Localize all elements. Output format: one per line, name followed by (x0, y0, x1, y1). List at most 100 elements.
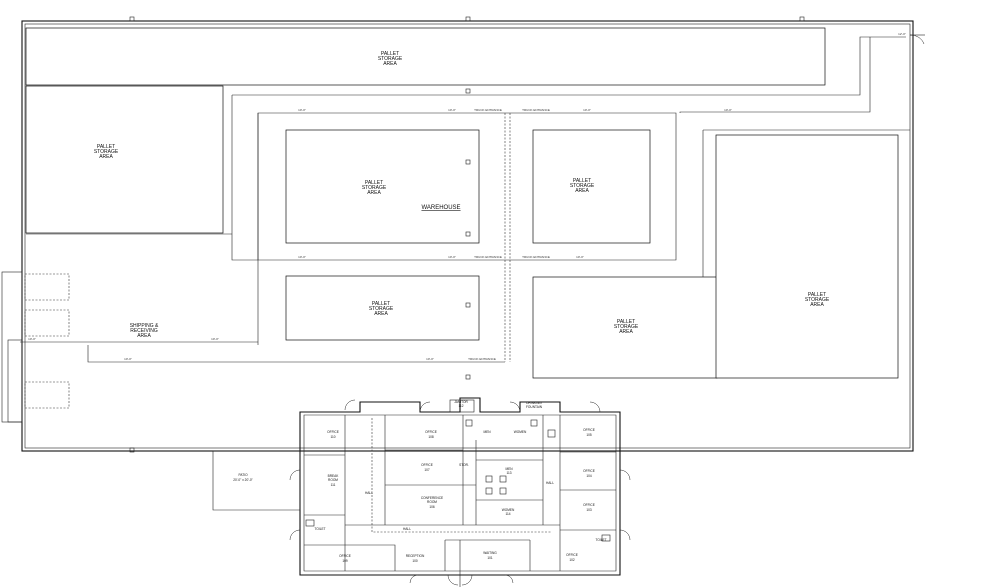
pallet-label-center-left: PALLET STORAGE AREA (362, 180, 387, 196)
svg-text:111: 111 (331, 483, 336, 487)
pallet-label-top: PALLET STORAGE AREA (378, 51, 403, 67)
svg-text:10'-0": 10'-0" (426, 357, 434, 361)
svg-text:100: 100 (412, 559, 418, 563)
svg-text:110: 110 (330, 435, 335, 439)
svg-text:104: 104 (586, 474, 592, 478)
pallet-label-lower-right: PALLET STORAGE AREA (614, 319, 639, 335)
svg-text:10'-0": 10'-0" (298, 255, 306, 259)
svg-text:HALL: HALL (403, 527, 411, 531)
pallet-label-center-right: PALLET STORAGE AREA (570, 178, 595, 194)
svg-text:PALLET: PALLET (97, 144, 115, 150)
room-office-108-upper: OFFICE 108 (425, 430, 437, 439)
svg-text:10'-0": 10'-0" (724, 108, 732, 112)
room-break: BREAK ROOM 111 (328, 474, 340, 487)
svg-text:HALL: HALL (365, 491, 373, 495)
svg-text:TRUCK ENTRANCE: TRUCK ENTRANCE (474, 108, 502, 112)
svg-text:MEN: MEN (505, 467, 513, 471)
svg-text:STORAGE: STORAGE (378, 56, 403, 62)
svg-text:TRUCK ENTRANCE: TRUCK ENTRANCE (522, 255, 550, 259)
room-toilet-a: TOILET (314, 527, 325, 531)
pallet-label-lower-center: PALLET STORAGE AREA (369, 301, 394, 317)
room-office-105: OFFICE 105 (583, 428, 595, 437)
svg-text:STORAGE: STORAGE (369, 306, 394, 312)
svg-text:OFFICE: OFFICE (583, 469, 595, 473)
room-janitor: JANITOR 112 (454, 400, 468, 408)
svg-text:PALLET: PALLET (617, 319, 635, 325)
svg-text:MEN: MEN (483, 430, 491, 434)
svg-text:STORAGE: STORAGE (94, 149, 119, 155)
room-women: WOMEN WOMEN 114 (502, 430, 527, 516)
svg-text:STORAGE: STORAGE (614, 324, 639, 330)
svg-text:10'-0": 10'-0" (211, 337, 219, 341)
storage-racks (25, 27, 910, 379)
svg-text:10'-0": 10'-0" (583, 108, 591, 112)
svg-text:HALL: HALL (546, 481, 554, 485)
room-office-102: OFFICE 102 (566, 553, 578, 562)
room-office-110: OFFICE 110 (327, 430, 339, 439)
svg-text:PALLET: PALLET (573, 178, 591, 184)
svg-text:10'-0": 10'-0" (448, 108, 456, 112)
room-office-104: OFFICE 104 (583, 469, 595, 478)
svg-text:WOMEN: WOMEN (514, 430, 527, 434)
svg-text:20'-0" x 20'-0": 20'-0" x 20'-0" (233, 478, 253, 482)
pallet-label-right: PALLET STORAGE AREA (805, 292, 830, 308)
room-conference: CONFERENCE ROOM 106 (421, 496, 443, 509)
svg-text:WAITING: WAITING (483, 551, 497, 555)
svg-text:103: 103 (586, 508, 592, 512)
svg-text:PALLET: PALLET (365, 180, 383, 186)
svg-text:OFFICE: OFFICE (327, 430, 339, 434)
svg-text:OFFICE: OFFICE (339, 554, 351, 558)
svg-text:107: 107 (424, 468, 430, 472)
svg-text:AREA: AREA (619, 329, 633, 335)
svg-text:10'-0": 10'-0" (28, 337, 36, 341)
svg-text:101: 101 (487, 556, 493, 560)
svg-text:113: 113 (506, 471, 511, 475)
svg-text:AREA: AREA (374, 311, 388, 317)
svg-text:OFFICE: OFFICE (583, 503, 595, 507)
svg-text:STORAGE: STORAGE (570, 183, 595, 189)
loading-docks (24, 273, 70, 409)
svg-text:12'-0": 12'-0" (898, 32, 906, 36)
svg-text:AREA: AREA (367, 190, 381, 196)
svg-text:JANITOR: JANITOR (454, 400, 468, 404)
room-toilet-b: TOILET (595, 538, 606, 542)
svg-text:TOILET: TOILET (595, 538, 606, 542)
svg-text:112: 112 (458, 404, 463, 408)
drinking-fountain: DRINKING FOUNTAIN (526, 401, 543, 409)
svg-text:109: 109 (342, 559, 348, 563)
svg-text:10'-0": 10'-0" (298, 108, 306, 112)
aisle-lines (20, 36, 906, 363)
svg-text:PALLET: PALLET (372, 301, 390, 307)
room-men: MEN MEN 113 (483, 430, 513, 475)
svg-text:STORAGE: STORAGE (805, 297, 830, 303)
svg-text:OFFICE: OFFICE (566, 553, 578, 557)
svg-text:BREAK: BREAK (328, 474, 340, 478)
room-patio: PATIO 20'-0" x 20'-0" (233, 473, 253, 482)
svg-text:105: 105 (586, 433, 592, 437)
svg-text:AREA: AREA (383, 61, 397, 67)
svg-text:DRINKING: DRINKING (526, 401, 542, 405)
svg-text:SHIPPING &: SHIPPING & (130, 323, 159, 329)
warehouse-title: WAREHOUSE (421, 205, 460, 211)
svg-text:TRUCK ENTRANCE: TRUCK ENTRANCE (522, 108, 550, 112)
svg-text:RECEIVING: RECEIVING (130, 328, 158, 334)
room-storage: STOR. (459, 463, 469, 467)
svg-text:STORAGE: STORAGE (362, 185, 387, 191)
svg-text:OFFICE: OFFICE (421, 463, 433, 467)
svg-text:10'-0": 10'-0" (448, 255, 456, 259)
dimension-labels: 10'-0" 10'-0" 10'-0" 10'-0" 10'-0" 10'-0… (28, 32, 906, 361)
room-office-103: OFFICE 103 (583, 503, 595, 512)
room-reception: RECEPTION 100 (406, 554, 425, 563)
svg-text:106: 106 (429, 505, 435, 509)
svg-text:AREA: AREA (137, 333, 151, 339)
svg-text:10'-0": 10'-0" (124, 357, 132, 361)
room-hall: HALL HALL HALL (365, 481, 554, 531)
svg-text:TRUCK ENTRANCE: TRUCK ENTRANCE (468, 357, 496, 361)
svg-text:STOR.: STOR. (459, 463, 469, 467)
room-waiting: WAITING 101 (483, 551, 497, 560)
shipping-receiving-label: SHIPPING & RECEIVING AREA (130, 323, 159, 339)
svg-text:RECEPTION: RECEPTION (406, 554, 425, 558)
svg-text:114: 114 (505, 512, 510, 516)
svg-text:PALLET: PALLET (381, 51, 399, 57)
svg-text:ROOM: ROOM (328, 478, 338, 482)
